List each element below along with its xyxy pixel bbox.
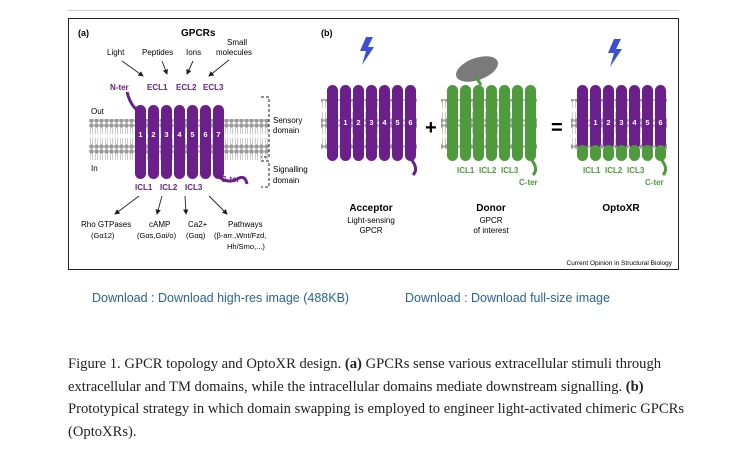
plus-sign: + (425, 117, 437, 139)
stimulus-peptides: Peptides (142, 48, 173, 57)
in-label: In (91, 164, 98, 173)
donor-sub-1: GPCR (479, 216, 502, 225)
calcium: Ca2+ (188, 220, 208, 229)
helix-4: 4 (177, 130, 182, 139)
figure-credit: Current Opinion in Structural Biology (567, 260, 673, 267)
stimulus-ions: Ions (186, 48, 201, 57)
donor-sub-2: of interest (473, 226, 509, 235)
caption-b-text: Prototypical strategy in which domain sw… (68, 401, 685, 440)
optoxr-helix-7: 7 (669, 118, 673, 127)
donor-receptor (447, 85, 538, 177)
light-bolt-icon (608, 39, 622, 67)
donor-icl1: ICL1 (457, 166, 475, 175)
helix-3: 3 (164, 130, 168, 139)
acceptor-title: Acceptor (349, 203, 392, 214)
stimulus-molecules: molecules (216, 48, 252, 57)
rho-gtpases-sub: (Gα12) (91, 231, 115, 240)
download-full-size-link[interactable]: Download : Download full-size image (405, 291, 610, 305)
icl2-label-a: ICL2 (160, 183, 178, 192)
c-ter-label-a: C-ter (221, 175, 240, 184)
icl1-label-a: ICL1 (135, 183, 153, 192)
panel-a-label: (a) (78, 28, 89, 38)
acceptor-helix-1: 1 (343, 118, 347, 127)
pathway-arrows (114, 195, 228, 215)
camp-sub: (Gαs,Gαi/o) (137, 231, 177, 240)
gpcr-a: 1 2 3 4 5 6 7 (125, 91, 249, 185)
optoxr-helix-3: 3 (619, 118, 623, 127)
acceptor-helix-6: 6 (408, 118, 412, 127)
light-bolt-icon (360, 37, 374, 65)
top-divider (68, 10, 679, 11)
donor-icl3: ICL3 (501, 166, 519, 175)
caption-a-text: GPCRs sense various extracellular stimul… (68, 356, 662, 395)
optoxr-icl2: ICL2 (605, 166, 623, 175)
acceptor-receptor: 1 2 3 4 5 6 7 (327, 85, 423, 177)
helix-1: 1 (138, 130, 142, 139)
optoxr-c-ter: C-ter (645, 178, 664, 187)
camp: cAMP (149, 220, 170, 229)
download-high-res-link[interactable]: Download : Download high-res image (488K… (92, 291, 350, 305)
optoxr-helix-5: 5 (645, 118, 649, 127)
gpcrs-title: GPCRs (181, 28, 216, 39)
optoxr-helix-2: 2 (606, 118, 610, 127)
signalling-bracket (261, 160, 270, 188)
optoxr-title: OptoXR (602, 203, 640, 214)
acceptor-helix-5: 5 (395, 118, 399, 127)
optoxr-icl3: ICL3 (627, 166, 645, 175)
ligand-icon (455, 56, 499, 82)
optoxr-helix-6: 6 (658, 118, 662, 127)
ecl2-label: ECL2 (176, 83, 197, 92)
donor-title: Donor (476, 203, 506, 214)
optoxr-helix-1: 1 (593, 118, 597, 127)
optoxr-helix-4: 4 (632, 118, 637, 127)
stimulus-light: Light (107, 48, 125, 57)
n-ter-label: N-ter (110, 83, 129, 92)
stimulus-arrows (121, 59, 230, 77)
out-label: Out (91, 107, 105, 116)
icl3-label-a: ICL3 (185, 183, 203, 192)
acceptor-helix-7: 7 (419, 118, 423, 127)
sensory-domain-label: domain (273, 126, 299, 135)
caption-b-label: (b) (625, 378, 644, 395)
helix-2: 2 (151, 130, 155, 139)
optoxr-icl1: ICL1 (583, 166, 601, 175)
ecl3-label: ECL3 (203, 83, 224, 92)
pathways-sub-2: Hh/Smo,...) (227, 242, 265, 251)
helix-5: 5 (190, 130, 194, 139)
equals-sign: = (551, 117, 563, 139)
calcium-sub: (Gαq) (186, 231, 206, 240)
sensory-bracket (261, 96, 270, 158)
signalling-domain-label: domain (273, 176, 299, 185)
caption-a-label: (a) (344, 356, 362, 372)
rho-gtpases: Rho GTPases (81, 220, 131, 229)
signalling-label: Signalling (273, 165, 308, 174)
donor-icl2: ICL2 (479, 166, 497, 175)
figure-caption: Figure 1. GPCR topology and OptoXR desig… (68, 353, 688, 443)
optoxr-receptor: 1 2 3 4 5 6 7 (577, 85, 673, 177)
helix-7: 7 (216, 130, 220, 139)
ecl1-label: ECL1 (147, 83, 168, 92)
panel-b-label: (b) (321, 28, 333, 38)
pathways-sub-1: (β-arr.,Wnt/Fzd, (214, 231, 266, 240)
acceptor-helix-4: 4 (382, 118, 387, 127)
figure-image: (a) GPCRs Light Peptides Ions Small mole… (68, 18, 679, 270)
donor-c-ter: C-ter (519, 178, 538, 187)
helix-6: 6 (203, 130, 207, 139)
acceptor-helix-3: 3 (369, 118, 373, 127)
acceptor-sub-2: GPCR (359, 226, 382, 235)
pathways: Pathways (228, 220, 263, 229)
acceptor-sub-1: Light-sensing (347, 216, 395, 225)
donor-n-ter (474, 76, 483, 86)
caption-lead: Figure 1. GPCR topology and OptoXR desig… (68, 356, 342, 372)
stimulus-small: Small (227, 38, 247, 47)
sensory-label: Sensory (273, 116, 302, 125)
acceptor-helix-2: 2 (356, 118, 360, 127)
